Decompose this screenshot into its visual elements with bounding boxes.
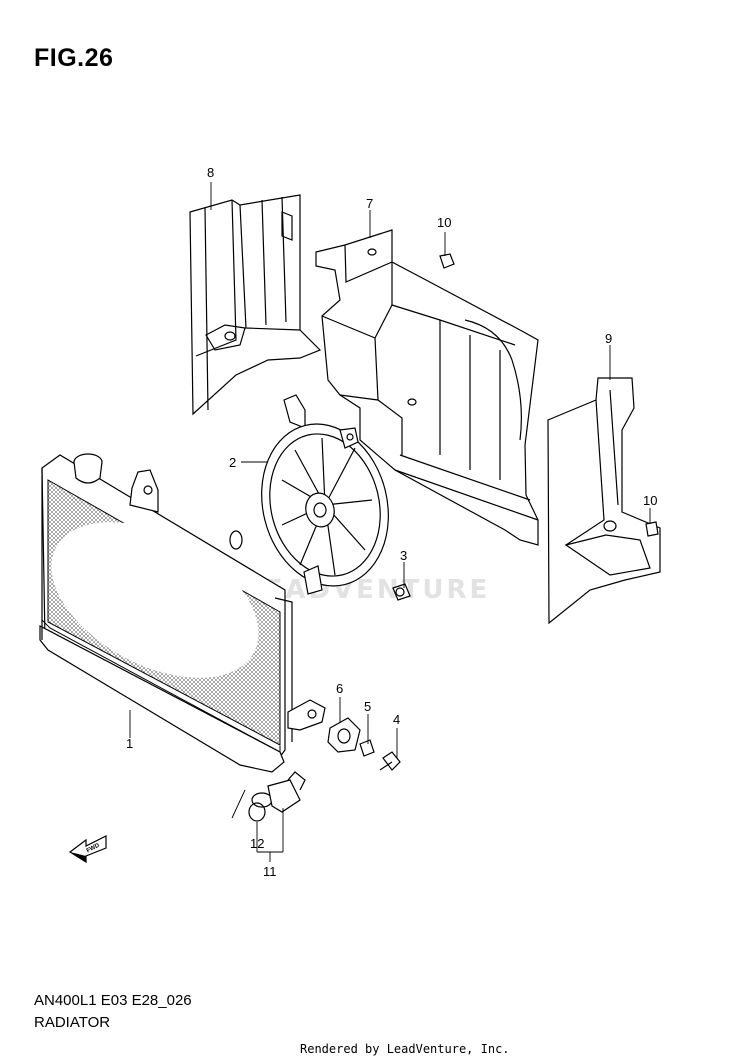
callout-11: 11 xyxy=(263,864,277,879)
bolt-4 xyxy=(379,751,401,771)
right-radiator-shroud xyxy=(547,377,661,625)
callout-6: 6 xyxy=(336,681,343,696)
callout-7: 7 xyxy=(366,196,373,211)
callout-2: 2 xyxy=(229,455,236,470)
callout-9: 9 xyxy=(605,331,612,346)
figure-title: FIG.26 xyxy=(34,44,114,72)
bolt-10-upper xyxy=(439,253,455,269)
callout-10-right: 10 xyxy=(643,493,657,508)
thermo-switch-11 xyxy=(251,771,306,813)
callout-10-upper: 10 xyxy=(437,215,451,230)
rubber-cushion-6 xyxy=(327,717,361,753)
o-ring-12 xyxy=(248,802,266,822)
callout-5: 5 xyxy=(364,699,371,714)
bolt-3 xyxy=(392,583,411,601)
forward-direction-arrow: FWD xyxy=(68,835,107,864)
bolt-10-right xyxy=(645,521,659,537)
callout-3: 3 xyxy=(400,548,407,563)
collar-5 xyxy=(359,739,375,757)
section-name: RADIATOR xyxy=(34,1014,111,1031)
inner-radiator-duct xyxy=(315,229,539,546)
model-code: AN400L1 E03 E28_026 xyxy=(34,992,192,1009)
callout-4: 4 xyxy=(393,712,400,727)
callout-8: 8 xyxy=(207,165,214,180)
left-radiator-shroud xyxy=(189,194,322,416)
callout-12: 12 xyxy=(250,836,264,851)
callout-1: 1 xyxy=(126,736,133,751)
leader-lines xyxy=(129,182,651,862)
cooling-fan-assembly xyxy=(261,394,389,595)
radiator-core xyxy=(39,453,326,773)
footer-credit: Rendered by LeadVenture, Inc. xyxy=(300,1042,510,1056)
